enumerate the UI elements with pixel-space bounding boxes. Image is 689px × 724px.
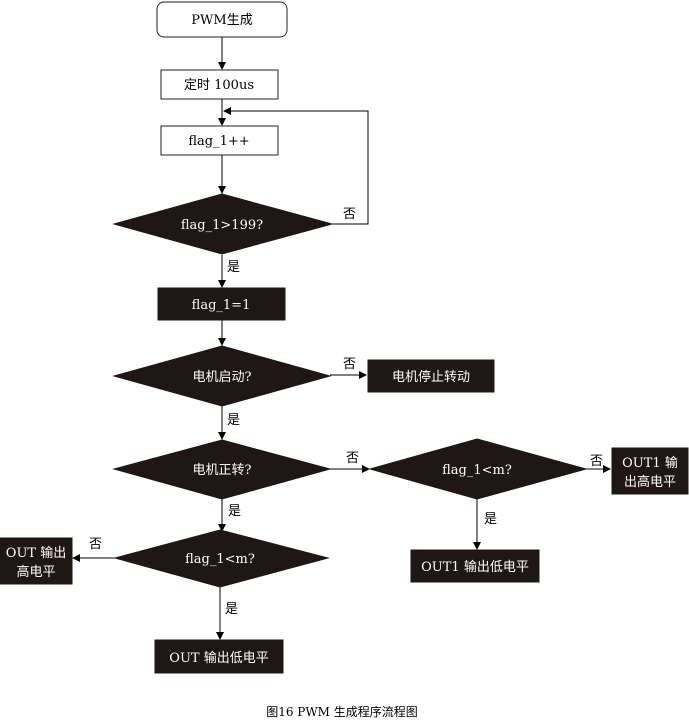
- connectors: [72, 37, 611, 640]
- node-out-high-line1: OUT 输出: [6, 545, 66, 561]
- node-out-low: OUT 输出低电平: [154, 639, 284, 674]
- node-start: PWM生成: [156, 1, 288, 38]
- node-out1-high-line1: OUT1 输: [622, 455, 678, 471]
- decision-check-199: flag_1>199?: [112, 193, 334, 255]
- node-out-low-label: OUT 输出低电平: [169, 650, 268, 666]
- node-increment: flag_1++: [160, 125, 279, 156]
- decision-motor-started-label: 电机启动?: [193, 370, 252, 385]
- label-no-started: 否: [343, 357, 356, 372]
- label-yes-m-left: 是: [225, 602, 238, 617]
- node-out-high-line2: 高电平: [16, 564, 55, 580]
- node-out1-low-label: OUT1 输出低电平: [421, 559, 529, 575]
- node-out1-low: OUT1 输出低电平: [410, 549, 540, 583]
- decision-check-m-left-label: flag_1<m?: [185, 552, 255, 567]
- decision-motor-forward: 电机正转?: [112, 439, 332, 500]
- node-out-high: OUT 输出 高电平: [0, 537, 73, 585]
- edge-labels: 否 是 否 是 否 否 是 是 否 是: [89, 207, 603, 617]
- node-increment-label: flag_1++: [188, 134, 249, 149]
- node-motor-stop-label: 电机停止转动: [392, 369, 470, 385]
- label-yes-forward: 是: [228, 504, 241, 519]
- decision-check-m-left: flag_1<m?: [113, 529, 330, 588]
- node-reset-label: flag_1=1: [192, 298, 251, 313]
- decision-check-199-label: flag_1>199?: [181, 218, 263, 233]
- decision-motor-started: 电机启动?: [112, 345, 332, 407]
- label-no-m-left: 否: [89, 537, 102, 552]
- decision-motor-forward-label: 电机正转?: [193, 463, 252, 478]
- label-no-m-right: 否: [590, 454, 603, 469]
- edge-check199-no-loop: [223, 107, 369, 225]
- node-timer: 定时 100us: [160, 69, 279, 100]
- node-out1-high-line2: 出高电平: [624, 474, 676, 490]
- node-motor-stop: 电机停止转动: [367, 359, 495, 393]
- label-yes-m-right: 是: [484, 512, 497, 527]
- label-no-199: 否: [343, 207, 356, 222]
- figure-caption: 图16 PWM 生成程序流程图: [266, 704, 418, 719]
- node-start-label: PWM生成: [191, 13, 252, 28]
- decision-check-m-right: flag_1<m?: [368, 438, 588, 500]
- label-yes-started: 是: [227, 413, 240, 428]
- decision-check-m-right-label: flag_1<m?: [442, 463, 512, 478]
- label-yes-199: 是: [227, 260, 240, 275]
- node-out1-high: OUT1 输 出高电平: [611, 447, 689, 495]
- node-timer-label: 定时 100us: [184, 78, 254, 93]
- node-reset: flag_1=1: [157, 287, 286, 321]
- label-no-forward: 否: [346, 451, 359, 466]
